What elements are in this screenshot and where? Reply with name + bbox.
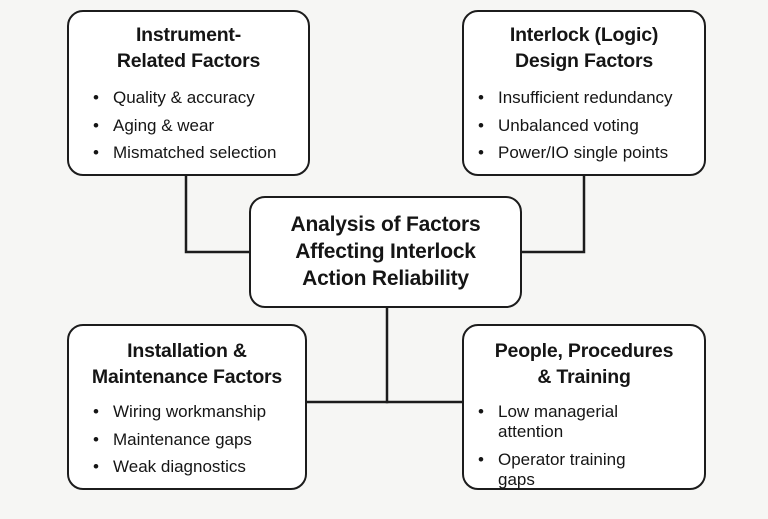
installation-maintenance-box: Installation & Maintenance Factors • Wiri… bbox=[67, 324, 307, 490]
instrument-factors-box: Instrument- Related Factors • Quality & a… bbox=[67, 10, 310, 176]
list-item: • Maintenance gaps bbox=[91, 430, 305, 450]
list-item-text: Wiring workmanship bbox=[113, 402, 267, 421]
bullet-icon: • bbox=[478, 88, 484, 107]
central-topic-box: Analysis of Factors Affecting Interlock … bbox=[249, 196, 522, 308]
list-item: • Quality & accuracy bbox=[91, 88, 308, 108]
list-item: • Insufficient redundancy bbox=[476, 88, 704, 108]
central-topic-title: Analysis of Factors Affecting Interlock … bbox=[251, 211, 520, 292]
title-line: Installation & bbox=[127, 340, 247, 362]
bullet-icon: • bbox=[93, 402, 99, 421]
interlock-design-factors-list: • Insufficient redundancy • Unbalanced vot… bbox=[476, 88, 704, 163]
title-line: Design Factors bbox=[514, 50, 654, 72]
people-procedures-training-title: People, Procedures & Training bbox=[464, 338, 704, 390]
list-item-text: Power/IO single points bbox=[498, 143, 669, 162]
list-item-text: Maintenance gaps bbox=[113, 429, 252, 449]
list-item: • Operator training gaps bbox=[476, 450, 666, 490]
title-line: Affecting Interlock bbox=[295, 240, 476, 263]
title-line: Instrument- bbox=[135, 24, 242, 46]
connector-instrument bbox=[184, 174, 251, 254]
list-item: • Unbalanced voting bbox=[476, 116, 704, 136]
title-line: Action Reliability bbox=[302, 267, 469, 290]
bullet-icon: • bbox=[93, 88, 99, 107]
list-item: • Mismatched selection bbox=[91, 143, 308, 163]
bullet-icon: • bbox=[93, 429, 99, 449]
list-item-text: Operator training gaps bbox=[498, 449, 626, 489]
list-item: • Low managerial attention bbox=[476, 402, 666, 442]
list-item-text: Aging & wear bbox=[113, 115, 215, 135]
title-line: Maintenance Factors bbox=[91, 366, 283, 388]
bullet-icon: • bbox=[93, 143, 99, 162]
connector-interlock-design bbox=[520, 174, 586, 254]
instrument-factors-list: • Quality & accuracy • Aging & wear • Misma… bbox=[91, 88, 308, 163]
people-procedures-training-box: People, Procedures & Training • Low manag… bbox=[462, 324, 706, 490]
list-item-text: Mismatched selection bbox=[113, 143, 277, 162]
bullet-icon: • bbox=[478, 143, 484, 162]
list-item-text: Insufficient redundancy bbox=[498, 88, 673, 107]
list-item-text: Quality & accuracy bbox=[113, 88, 255, 107]
people-procedures-training-list: • Low managerial attention • Operator trai… bbox=[476, 402, 666, 490]
interlock-design-factors-title: Interlock (Logic) Design Factors bbox=[464, 22, 704, 74]
instrument-factors-title: Instrument- Related Factors bbox=[69, 22, 308, 74]
list-item: • Aging & wear bbox=[91, 116, 308, 136]
list-item-text: Weak diagnostics bbox=[113, 457, 246, 476]
bullet-icon: • bbox=[478, 115, 484, 135]
list-item-text: Unbalanced voting bbox=[498, 115, 639, 135]
list-item: • Wiring workmanship bbox=[91, 402, 305, 422]
bullet-icon: • bbox=[93, 115, 99, 135]
title-line: Interlock (Logic) bbox=[509, 24, 659, 46]
title-line: People, Procedures bbox=[494, 340, 674, 362]
list-item-text: Low managerial attention bbox=[498, 402, 619, 441]
title-line: & Training bbox=[537, 366, 631, 388]
bullet-icon: • bbox=[478, 402, 484, 421]
installation-maintenance-title: Installation & Maintenance Factors bbox=[69, 338, 305, 390]
installation-maintenance-list: • Wiring workmanship • Maintenance gaps • W… bbox=[91, 402, 305, 477]
list-item: • Weak diagnostics bbox=[91, 457, 305, 477]
title-line: Related Factors bbox=[116, 50, 261, 72]
bullet-icon: • bbox=[478, 449, 484, 469]
interlock-design-factors-box: Interlock (Logic) Design Factors • Insuff… bbox=[462, 10, 706, 176]
list-item: • Power/IO single points bbox=[476, 143, 704, 163]
title-line: Analysis of Factors bbox=[290, 213, 481, 236]
bullet-icon: • bbox=[93, 457, 99, 476]
